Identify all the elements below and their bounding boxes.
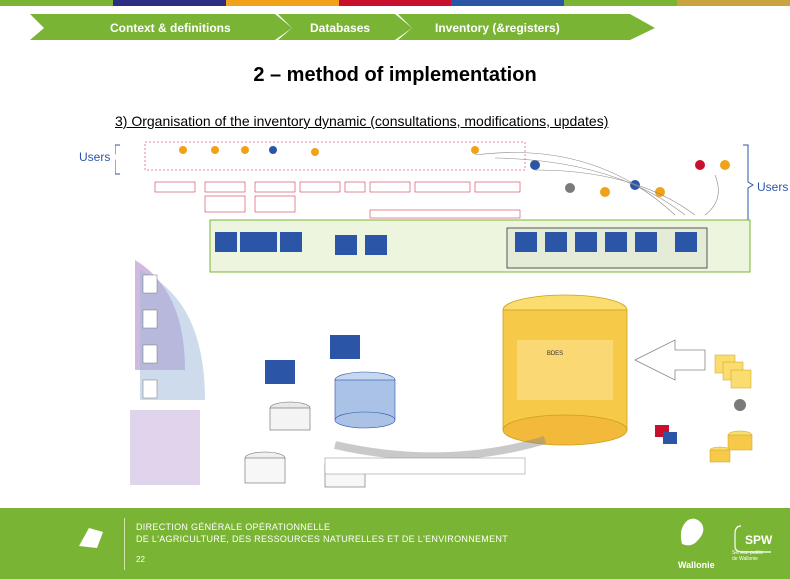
users-label-right: Users [757, 180, 789, 194]
page-number: 22 [136, 555, 145, 564]
spw-sub-line2: de Wallonie [732, 556, 758, 562]
footer-directorate-line1: DIRECTION GÉNÉRALE OPÉRATIONNELLE [136, 522, 331, 532]
spw-subtitle: Service public de Wallonie [732, 550, 763, 562]
backoffice-screen [330, 335, 360, 359]
wallonie-label: Wallonie [678, 560, 715, 570]
article-form-row [154, 181, 521, 219]
slide-subtitle: 3) Organisation of the inventory dynamic… [115, 113, 609, 129]
right-user-group [530, 160, 730, 197]
color-segment [0, 0, 113, 6]
user-icon [179, 146, 187, 154]
spw-sub-line1: Service public [732, 550, 764, 556]
user-icon [269, 146, 277, 154]
footer: DIRECTION GÉNÉRALE OPÉRATIONNELLE DE L'A… [0, 508, 790, 579]
nav-inventory-registers[interactable]: Inventory (&registers) [435, 21, 560, 35]
left-brace [115, 144, 120, 175]
courriers-panel [130, 410, 200, 485]
input-arrow [634, 339, 706, 381]
workflow-diagram: BDES [115, 141, 754, 488]
right-brace [743, 144, 754, 231]
color-segment [225, 0, 339, 6]
users-label-left: Users [79, 150, 111, 164]
user-icon [211, 146, 219, 154]
footer-divider [124, 518, 125, 570]
color-segment [112, 0, 226, 6]
misc-icons [655, 425, 677, 444]
top-user-row [144, 141, 526, 171]
wallonie-rooster-icon [680, 518, 704, 546]
nav-databases[interactable]: Databases [310, 21, 371, 35]
document-icons [142, 274, 158, 399]
color-segment [564, 0, 678, 6]
footer-directorate-line2: DE L'AGRICULTURE, DES RESSOURCES NATUREL… [136, 534, 509, 544]
screen-icons [215, 232, 697, 255]
dgo-logo-icon [79, 528, 103, 548]
section-nav: Context & definitions Databases Inventor… [30, 10, 670, 42]
color-segment [338, 0, 452, 6]
spw-logo: SPW [734, 525, 773, 553]
slide-title: 2 – method of implementation [253, 64, 537, 86]
color-segment [451, 0, 565, 6]
user-icon [241, 146, 249, 154]
user-arrows [474, 152, 719, 216]
user-icon [311, 148, 319, 156]
fan-shape [140, 270, 205, 400]
spw-text: SPW [745, 533, 773, 547]
nav-context-definitions[interactable]: Context & definitions [110, 21, 231, 35]
postoffice-screen [265, 360, 295, 384]
bdes-label: BDES [547, 351, 563, 357]
user-icon [471, 146, 479, 154]
top-color-bar [0, 0, 790, 6]
bottom-arrow [334, 436, 547, 461]
color-segment [677, 0, 790, 6]
nav-arrows [30, 14, 655, 40]
external-docs [709, 354, 753, 463]
